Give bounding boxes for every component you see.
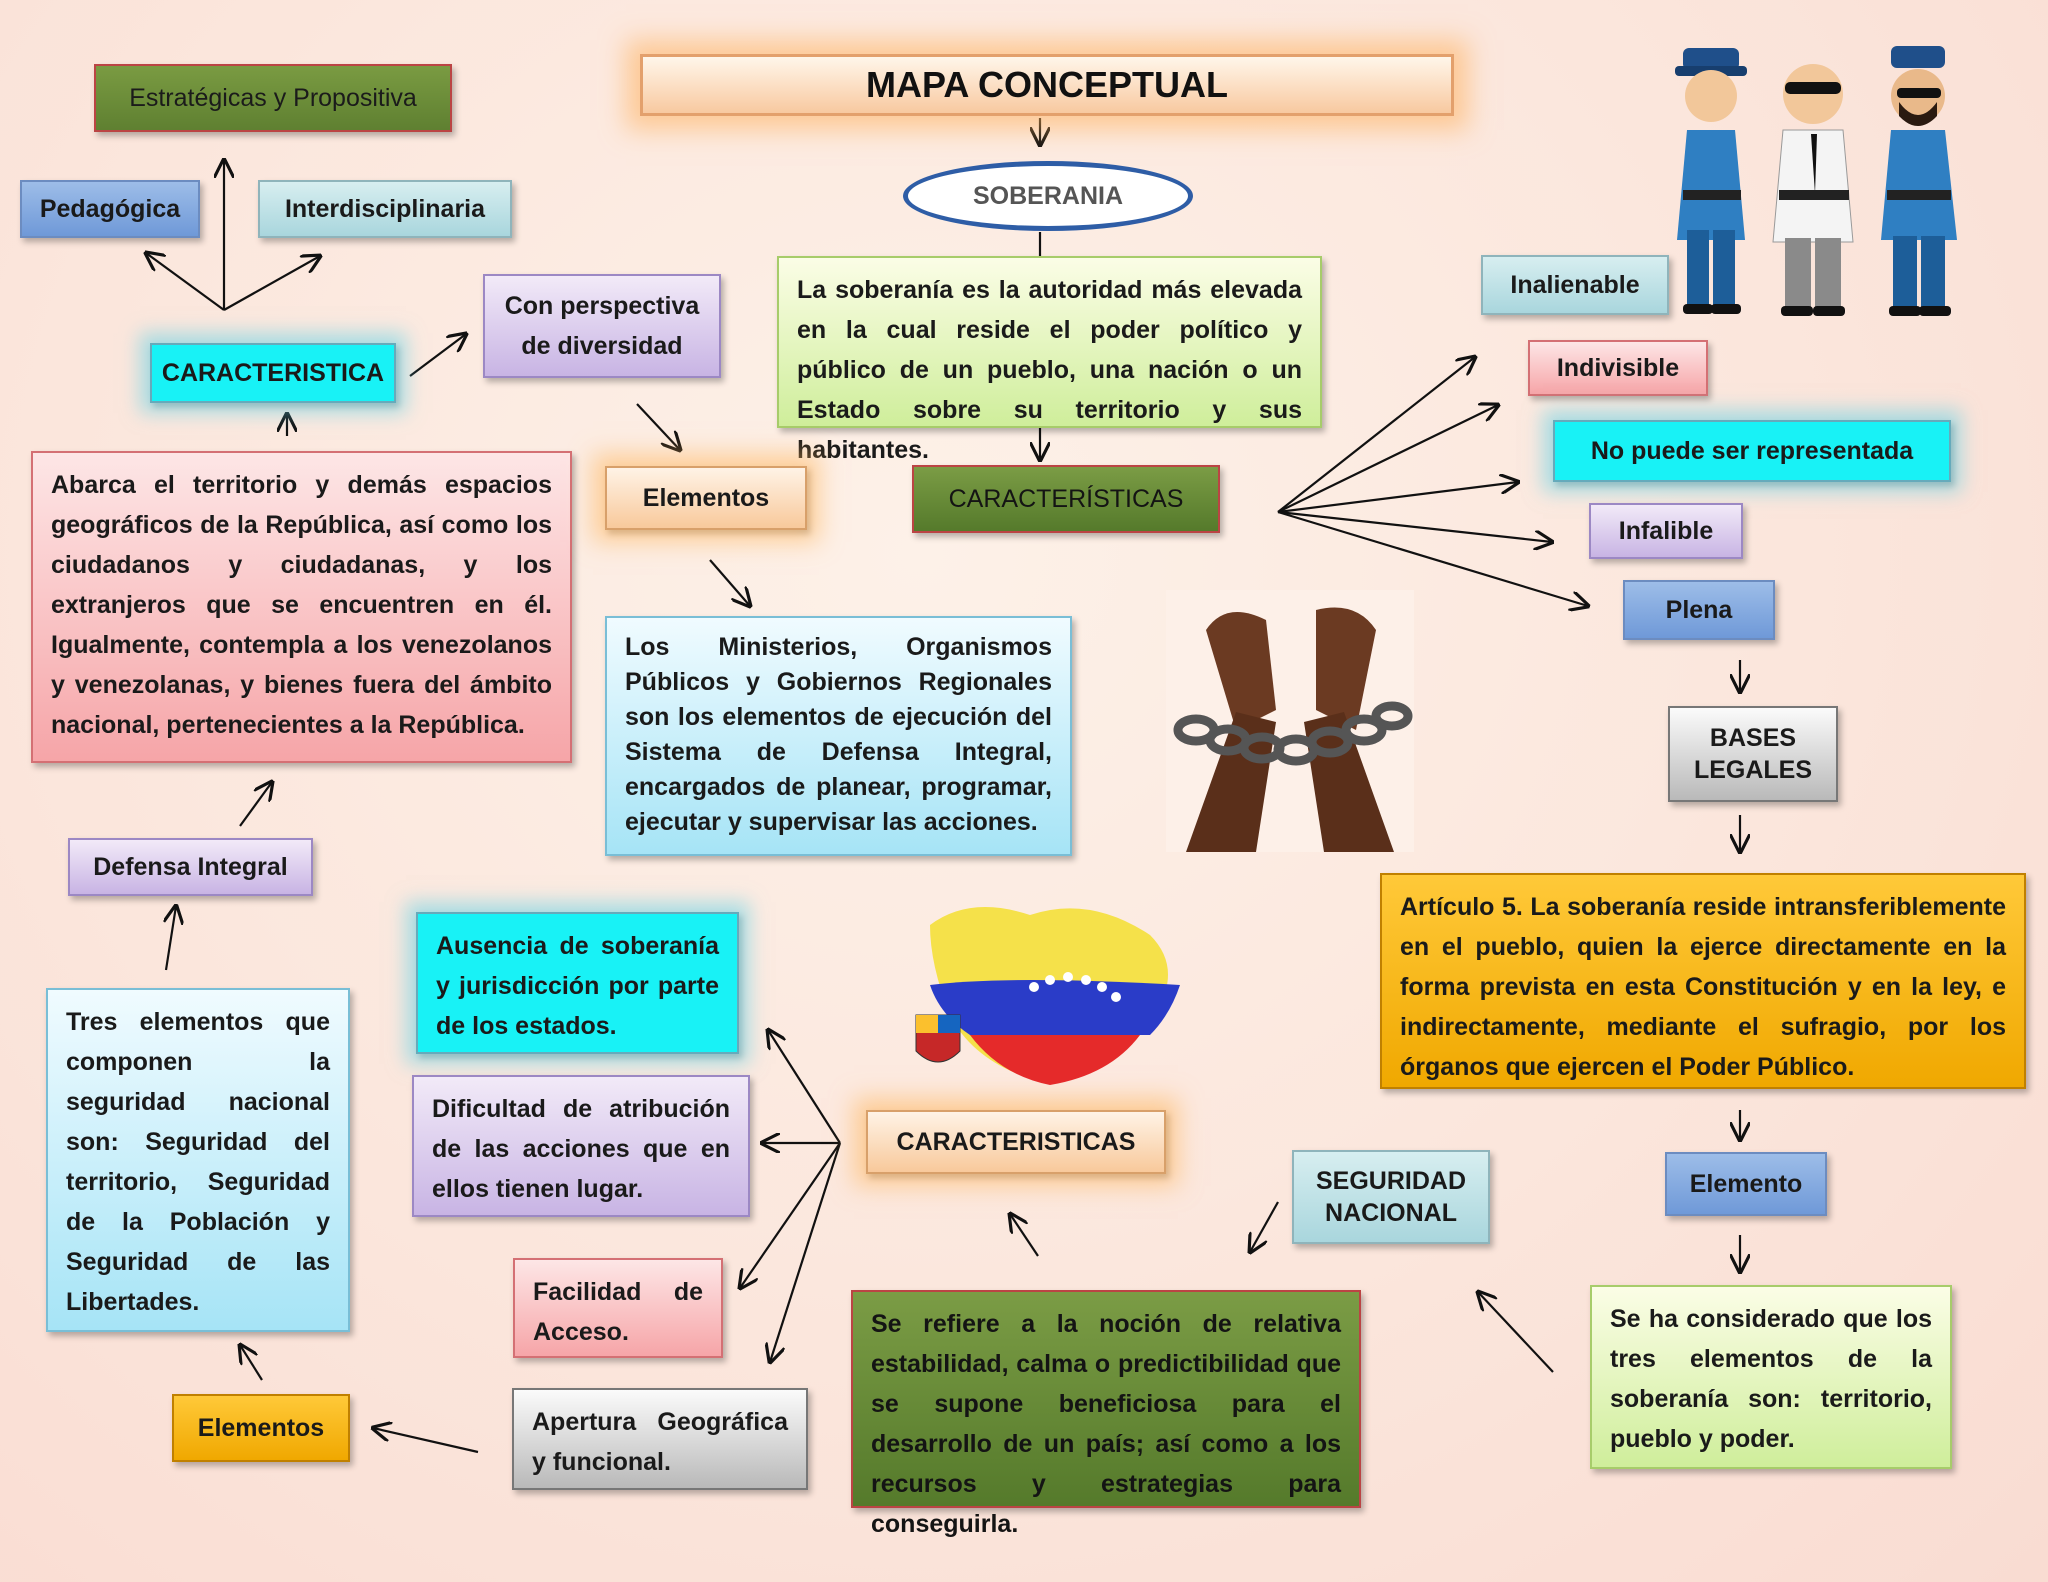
interdisciplinaria: Interdisciplinaria — [258, 180, 512, 238]
map-title: MAPA CONCEPTUAL — [640, 54, 1454, 116]
perspectiva: Con perspectiva de diversidad — [483, 274, 721, 378]
arrow-seguridad-stext — [1250, 1201, 1279, 1252]
trait-dificultad: Dificultad de atribución de las acciones… — [412, 1075, 750, 1217]
arrow-to-ausencia — [768, 1030, 841, 1144]
arrow-apertura-elementos — [373, 1428, 479, 1454]
officer-left — [1675, 48, 1747, 314]
arrow-to-perspectiva — [409, 334, 466, 377]
venezuela-map-illustration — [915, 907, 1180, 1085]
bases-legales: BASES LEGALES — [1668, 706, 1838, 802]
arrow-perspectiva-elementos — [636, 403, 680, 450]
root-soberania: SOBERANIA — [903, 161, 1193, 231]
arrow-elementos-tres — [240, 1345, 263, 1381]
chained-fists-illustration — [1166, 590, 1414, 852]
trait-plena: Plena — [1623, 580, 1775, 640]
trait-ausencia: Ausencia de soberanía y jurisdicción por… — [416, 912, 739, 1054]
caracteristica-left: CARACTERISTICA — [150, 343, 396, 403]
officer-right — [1881, 46, 1957, 316]
elemento-box: Elemento — [1665, 1152, 1827, 1216]
arrow-to-interdisciplinaria — [223, 256, 320, 311]
arrow-to-infalible — [1277, 510, 1552, 542]
trait-indivisible: Indivisible — [1528, 340, 1708, 396]
trait-apertura: Apertura Geográfica y funcional. — [512, 1388, 808, 1490]
definition-box: La soberanía es la autoridad más elevada… — [777, 256, 1322, 464]
caracteristicas-bottom: CARACTERISTICAS — [866, 1110, 1166, 1174]
abarca-text: Abarca el territorio y demás espacios ge… — [31, 451, 572, 763]
arrow-to-pedagogica — [146, 253, 225, 311]
defensa-integral: Defensa Integral — [68, 838, 313, 896]
trait-inalienable: Inalienable — [1481, 255, 1669, 315]
seguridad-nacional: SEGURIDAD NACIONAL — [1292, 1150, 1490, 1244]
officer-middle — [1772, 64, 1854, 316]
estrategicas: Estratégicas y Propositiva — [94, 64, 452, 132]
police-officers-illustration — [1675, 46, 1957, 316]
trait-facilidad: Facilidad de Acceso. — [513, 1258, 723, 1358]
trait-no-representada: No puede ser representada — [1553, 420, 1951, 482]
tres-elementos: Tres elementos que componen la seguridad… — [46, 988, 350, 1332]
articulo-5: Artículo 5. La soberanía reside intransf… — [1380, 873, 2026, 1089]
pedagogica: Pedagógica — [20, 180, 200, 238]
elementos-left: Elementos — [172, 1394, 350, 1462]
ministerios-text: Los Ministerios, Organismos Públicos y G… — [605, 616, 1072, 856]
caracteristicas-main: CARACTERÍSTICAS — [912, 465, 1220, 533]
elementos-center: Elementos — [605, 466, 807, 530]
arrow-text-seguridad — [1478, 1292, 1554, 1373]
seguridad-text: Se refiere a la noción de relativa estab… — [851, 1290, 1361, 1538]
arrow-to-no-representada — [1277, 482, 1518, 514]
arrow-tres-defensa — [166, 906, 176, 971]
trait-infalible: Infalible — [1589, 503, 1743, 559]
elemento-text: Se ha considerado que los tres elementos… — [1590, 1285, 1952, 1469]
arrow-defensa-abarca — [239, 782, 272, 827]
coat-of-arms-icon — [915, 1014, 961, 1063]
arrow-to-facilidad — [740, 1142, 841, 1288]
arrow-to-apertura — [770, 1142, 842, 1362]
arrow-elementos-ministerios — [709, 559, 750, 606]
arrow-stext-caracteristicas — [1010, 1214, 1039, 1257]
